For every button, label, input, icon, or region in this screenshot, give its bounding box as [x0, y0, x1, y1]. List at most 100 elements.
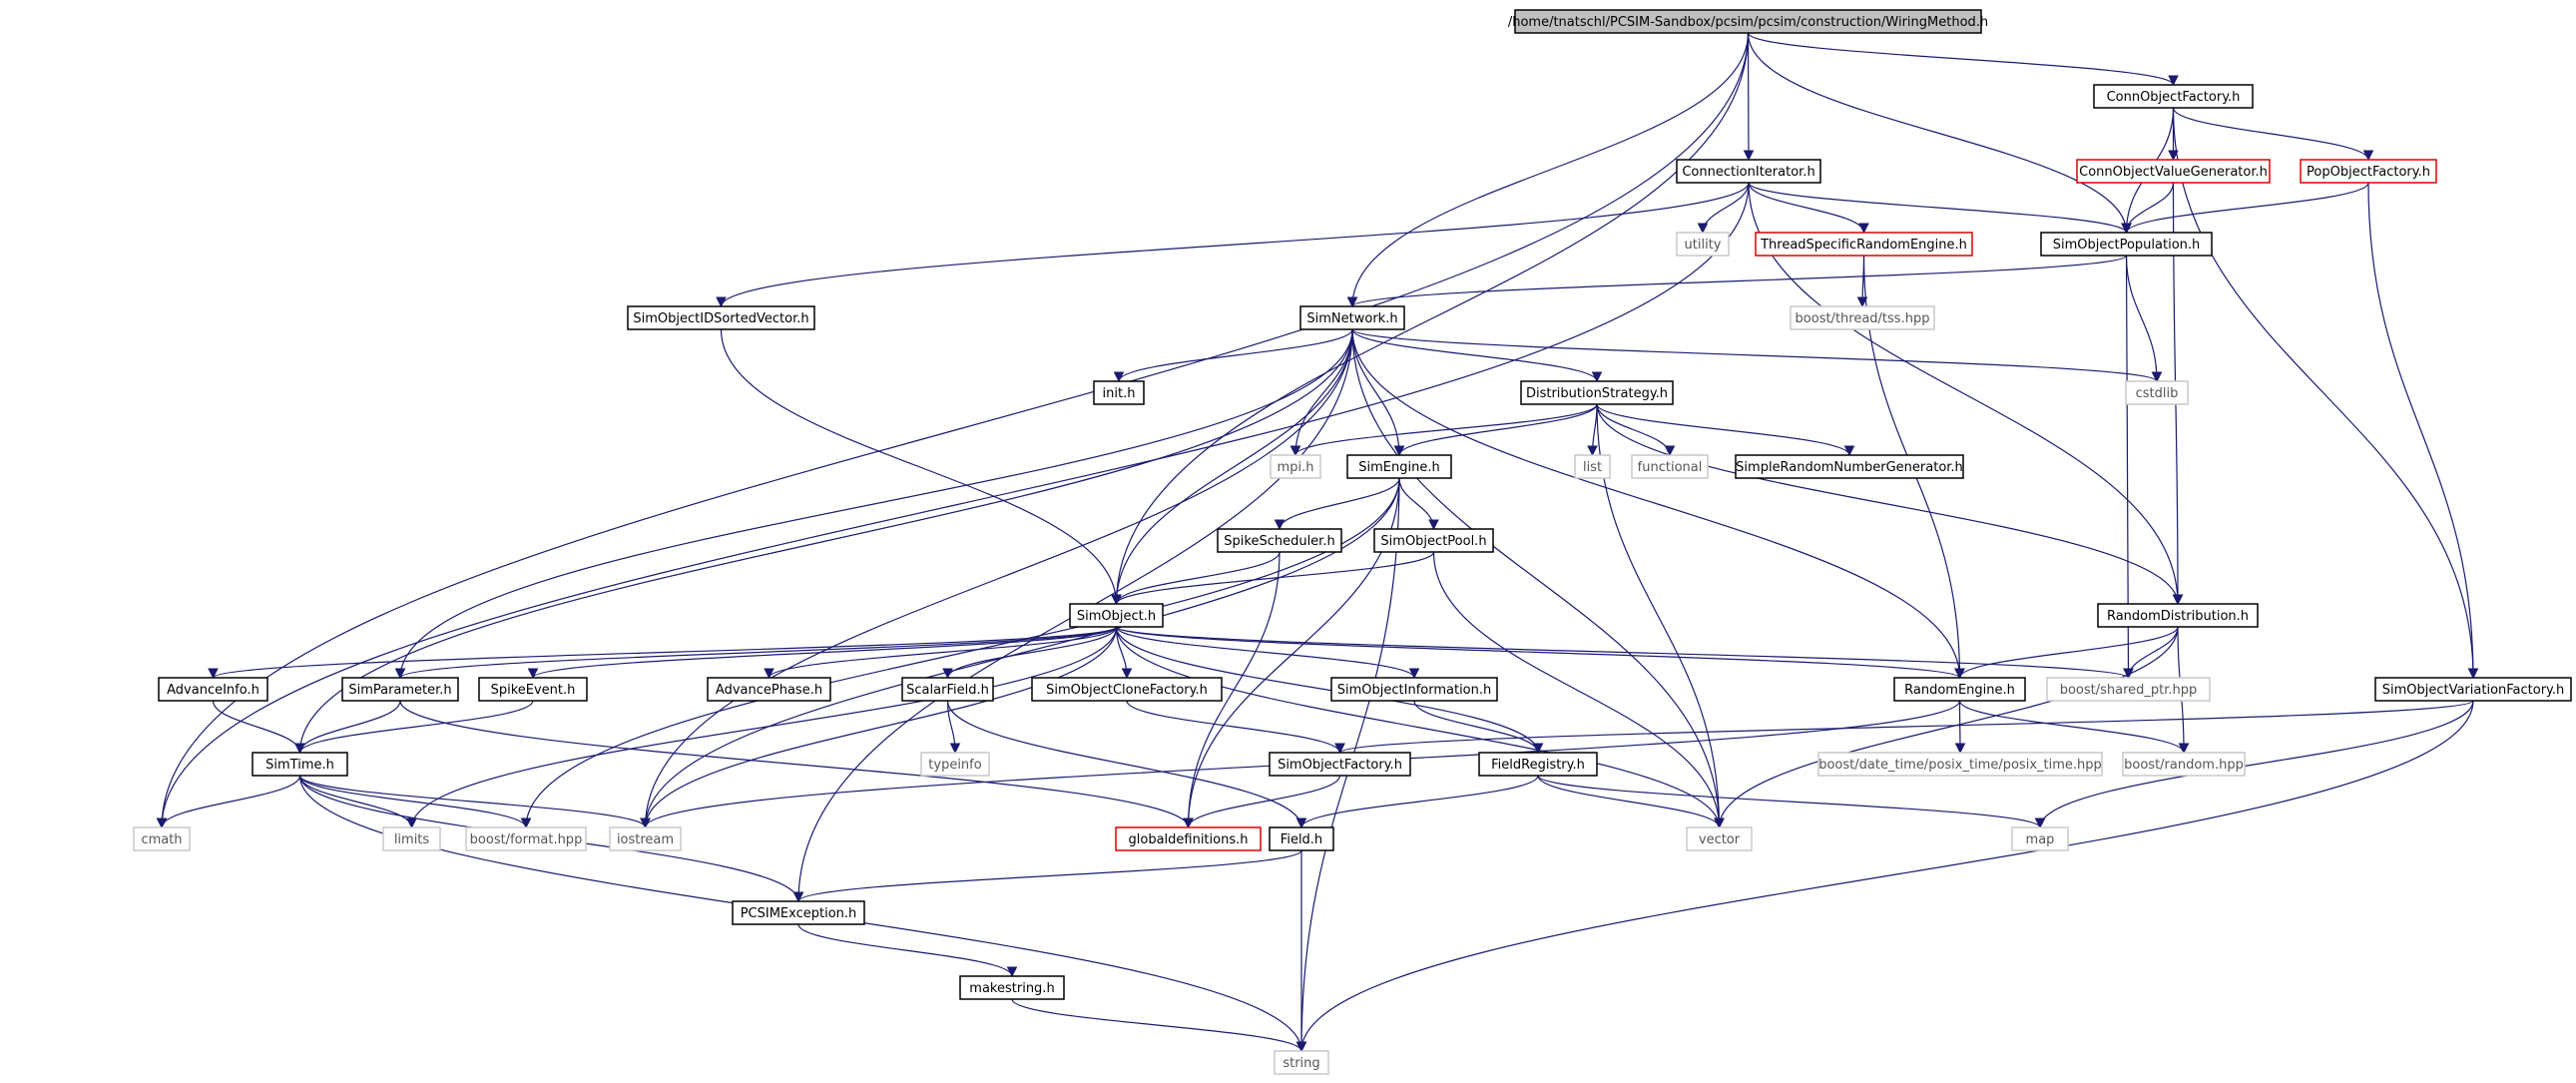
- edge-randomdistribution-to-boostsharedptr: [2123, 626, 2179, 680]
- node-limits[interactable]: limits: [382, 826, 441, 851]
- edge-root-to-connectioniterator: [1743, 32, 1755, 162]
- node-vector[interactable]: vector: [1686, 826, 1753, 851]
- node-simobjectvariationfactory[interactable]: SimObjectVariationFactory.h: [2374, 677, 2572, 702]
- edge-connobjectvaluegenerator-to-simobjectpopulation: [2121, 182, 2175, 235]
- node-label-randomdistribution: RandomDistribution.h: [2107, 609, 2249, 624]
- node-box-fieldregistry: [1478, 752, 1598, 777]
- node-label-boostsharedptr: boost/shared_ptr.hpp: [2060, 683, 2198, 698]
- node-label-simnetwork: SimNetwork.h: [1306, 311, 1397, 326]
- node-fieldregistry[interactable]: FieldRegistry.h: [1478, 752, 1598, 777]
- edge-simobject-to-simobjectinformation: [1115, 626, 1420, 680]
- node-advanceinfo[interactable]: AdvanceInfo.h: [158, 677, 268, 702]
- edge-root-to-simnetwork: [1346, 32, 1750, 308]
- edge-simobjectvariationfactory-to-map: [2034, 700, 2474, 829]
- node-simobjectinformation[interactable]: SimObjectInformation.h: [1330, 677, 1498, 702]
- node-simplerandomnumbergenerator[interactable]: SimpleRandomNumberGenerator.h: [1735, 454, 1964, 479]
- node-cstdlib[interactable]: cstdlib: [2125, 380, 2189, 405]
- node-simobjectidsortedvector[interactable]: SimObjectIDSortedVector.h: [627, 305, 815, 330]
- edge-simnetwork-to-mpih: [1289, 328, 1353, 457]
- node-cmath[interactable]: cmath: [133, 826, 191, 851]
- edge-simobject-to-limits: [406, 626, 1118, 829]
- node-label-advanceinfo: AdvanceInfo.h: [167, 683, 259, 698]
- node-string[interactable]: string: [1274, 1050, 1329, 1075]
- node-simobjectpool[interactable]: SimObjectPool.h: [1373, 528, 1494, 553]
- edge-distributionstrategy-to-simplerandomnumbergenerator: [1596, 403, 1855, 457]
- node-connobjectvaluegenerator[interactable]: ConnObjectValueGenerator.h: [2076, 159, 2271, 184]
- edge-simengine-to-boostformat: [520, 477, 1400, 829]
- node-label-simobjectfactory: SimObjectFactory.h: [1278, 758, 1402, 773]
- node-simengine[interactable]: SimEngine.h: [1346, 454, 1452, 479]
- node-connectioniterator[interactable]: ConnectionIterator.h: [1676, 159, 1821, 184]
- edge-popobjectfactory-to-simobjectpopulation: [2121, 182, 2369, 235]
- node-simobjectfactory[interactable]: SimObjectFactory.h: [1269, 752, 1411, 777]
- edge-simparameter-to-globaldefinitions: [399, 700, 1194, 829]
- node-box-simobjectidsortedvector: [627, 305, 815, 330]
- node-box-cmath: [133, 826, 191, 851]
- node-boostthreadtss[interactable]: boost/thread/tss.hpp: [1790, 305, 1935, 330]
- node-advancephase[interactable]: AdvancePhase.h: [707, 677, 831, 702]
- node-globaldefinitions[interactable]: globaldefinitions.h: [1115, 826, 1262, 851]
- edge-distributionstrategy-to-list: [1587, 403, 1598, 457]
- node-box-randomengine: [1893, 677, 2026, 702]
- edge-connobjectfactory-to-simobjectvariationfactory: [2172, 107, 2479, 680]
- node-box-mpih: [1270, 454, 1321, 479]
- node-box-simobjectpopulation: [2040, 232, 2213, 257]
- edge-simobject-to-simparameter: [394, 626, 1118, 680]
- node-box-iostream: [609, 826, 682, 851]
- node-randomdistribution[interactable]: RandomDistribution.h: [2097, 603, 2259, 628]
- node-box-advancephase: [707, 677, 831, 702]
- node-spikescheduler[interactable]: SpikeScheduler.h: [1217, 528, 1342, 553]
- edge-distributionstrategy-to-mpih: [1289, 403, 1598, 457]
- node-box-simplerandomnumbergenerator: [1735, 454, 1964, 479]
- edge-distributionstrategy-to-randomdistribution: [1596, 403, 2184, 606]
- node-iostream[interactable]: iostream: [609, 826, 682, 851]
- node-functional[interactable]: functional: [1631, 454, 1709, 479]
- node-list[interactable]: list: [1574, 454, 1611, 479]
- node-box-boostrandom: [2122, 752, 2246, 777]
- edge-simobject-to-scalarfield: [942, 626, 1118, 680]
- node-scalarfield[interactable]: ScalarField.h: [901, 677, 994, 702]
- edge-connectioniterator-to-cmath: [156, 182, 1750, 829]
- node-label-limits: limits: [394, 832, 430, 847]
- node-simparameter[interactable]: SimParameter.h: [341, 677, 459, 702]
- edge-simobjectpopulation-to-cstdlib: [2125, 255, 2163, 383]
- node-label-globaldefinitions: globaldefinitions.h: [1129, 832, 1249, 847]
- node-mpih[interactable]: mpi.h: [1270, 454, 1321, 479]
- edge-simnetwork-to-randomengine: [1351, 328, 1965, 680]
- node-root[interactable]: /home/tnatschl/PCSIM-Sandbox/pcsim/pcsim…: [1508, 9, 1988, 34]
- node-label-cstdlib: cstdlib: [2136, 386, 2179, 401]
- node-typeinfo[interactable]: typeinfo: [920, 752, 990, 777]
- edge-simobject-to-advanceinfo: [208, 626, 1118, 680]
- edge-simobjectpopulation-to-simnetwork: [1346, 255, 2128, 308]
- node-boostformat[interactable]: boost/format.hpp: [465, 826, 587, 851]
- node-simobject[interactable]: SimObject.h: [1069, 603, 1164, 628]
- node-simobjectclonefactory[interactable]: SimObjectCloneFactory.h: [1031, 677, 1223, 702]
- node-utility[interactable]: utility: [1676, 232, 1730, 257]
- node-simnetwork[interactable]: SimNetwork.h: [1299, 305, 1405, 330]
- node-boostrandom[interactable]: boost/random.hpp: [2122, 752, 2246, 777]
- node-makestring[interactable]: makestring.h: [959, 975, 1065, 1000]
- node-threadspecificrandomengine[interactable]: ThreadSpecificRandomEngine.h: [1755, 232, 1973, 257]
- node-simtime[interactable]: SimTime.h: [252, 752, 348, 777]
- node-inith[interactable]: init.h: [1093, 380, 1145, 405]
- node-boostposixtime[interactable]: boost/date_time/posix_time/posix_time.hp…: [1817, 752, 2103, 777]
- node-spikeevent[interactable]: SpikeEvent.h: [478, 677, 588, 702]
- edge-popobjectfactory-to-simobjectvariationfactory: [2367, 182, 2479, 680]
- node-pcsimexception[interactable]: PCSIMException.h: [732, 900, 865, 925]
- node-box-boostformat: [465, 826, 587, 851]
- node-label-typeinfo: typeinfo: [928, 758, 981, 773]
- node-map[interactable]: map: [2011, 826, 2069, 851]
- edge-simobjectpool-to-vector: [1432, 551, 1725, 829]
- edge-randomdistribution-to-randomengine: [1954, 626, 2179, 680]
- node-box-simobjectvariationfactory: [2374, 677, 2572, 702]
- edge-simobjectclonefactory-to-simobjectfactory: [1126, 700, 1345, 755]
- node-randomengine[interactable]: RandomEngine.h: [1893, 677, 2026, 702]
- edge-simtime-to-iostream: [298, 775, 651, 829]
- node-boostsharedptr[interactable]: boost/shared_ptr.hpp: [2046, 677, 2211, 702]
- node-box-simobjectinformation: [1330, 677, 1498, 702]
- node-distributionstrategy[interactable]: DistributionStrategy.h: [1520, 380, 1674, 405]
- node-popobjectfactory[interactable]: PopObjectFactory.h: [2300, 159, 2437, 184]
- node-connobjectfactory[interactable]: ConnObjectFactory.h: [2093, 84, 2254, 109]
- node-simobjectpopulation[interactable]: SimObjectPopulation.h: [2040, 232, 2213, 257]
- node-fieldh[interactable]: Field.h: [1269, 826, 1334, 851]
